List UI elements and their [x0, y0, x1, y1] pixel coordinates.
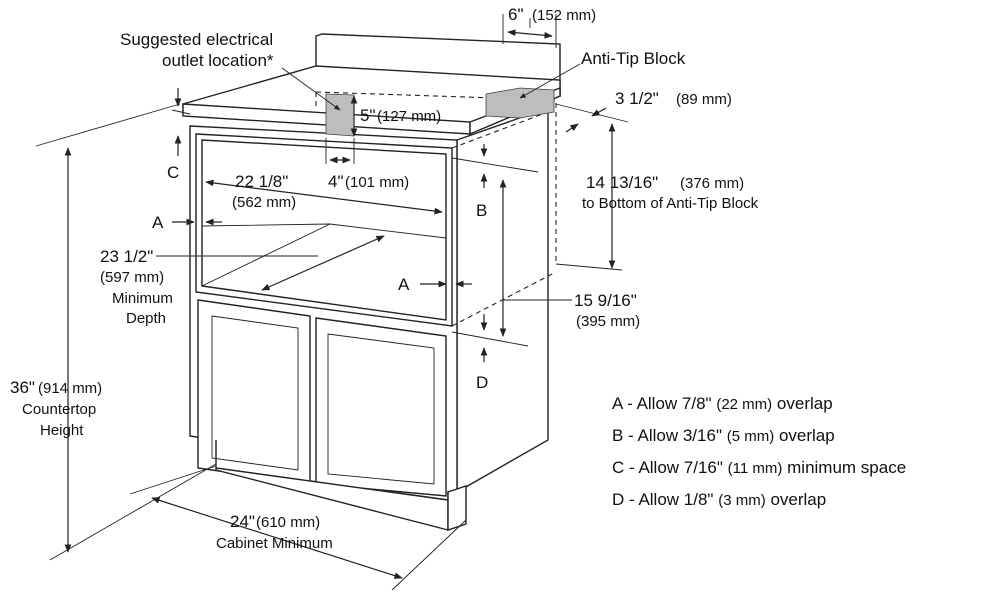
legend-item-a: A - Allow 7/8" (22 mm) overlap	[612, 394, 833, 413]
depth-23-inch-label: 23 1/2"	[100, 247, 153, 266]
legend-item-d: D - Allow 1/8" (3 mm) overlap	[612, 490, 826, 509]
outlet-label-line2: outlet location*	[162, 51, 274, 70]
width-24-mm-label: (610 mm)	[256, 514, 320, 531]
anti-tip-block	[485, 87, 555, 119]
five-mm-label: (127 mm)	[377, 108, 441, 125]
height-15-mm-label: (395 mm)	[576, 313, 640, 330]
letter-b: B	[476, 201, 487, 220]
height-label: Height	[40, 422, 84, 439]
height-14-mm-label: (376 mm)	[680, 175, 744, 192]
letter-c: C	[167, 163, 179, 182]
height-36-mm-label: (914 mm)	[38, 380, 102, 397]
legend-item-c: C - Allow 7/16" (11 mm) minimum space	[612, 458, 906, 477]
width-22-inch-label: 22 1/8"	[235, 172, 288, 191]
height-14-note: to Bottom of Anti-Tip Block	[582, 195, 759, 212]
six-mm-label: (152 mm)	[532, 7, 596, 24]
dimension-lines	[35, 14, 629, 591]
countertop-label: Countertop	[22, 401, 96, 418]
depth-label: Depth	[126, 310, 166, 327]
outlet-label-line1: Suggested electrical	[120, 30, 273, 49]
cabinet-minimum-label: Cabinet Minimum	[216, 535, 333, 552]
width-22-mm-label: (562 mm)	[232, 194, 296, 211]
anti-tip-label: Anti-Tip Block	[581, 49, 686, 68]
letter-a-left: A	[152, 213, 164, 232]
depth-minimum-label: Minimum	[112, 290, 173, 307]
legend-item-b: B - Allow 3/16" (5 mm) overlap	[612, 426, 835, 445]
six-inch-label: 6"	[508, 5, 524, 24]
three-half-inch-label: 3 1/2"	[615, 89, 659, 108]
five-inch-label: 5"	[360, 106, 376, 125]
height-15-inch-label: 15 9/16"	[574, 291, 637, 310]
letter-d: D	[476, 373, 488, 392]
right-door	[315, 317, 447, 497]
four-mm-label: (101 mm)	[345, 174, 409, 191]
width-24-inch-label: 24"	[230, 512, 255, 531]
outlet-box	[325, 93, 355, 137]
letter-a-right: A	[398, 275, 410, 294]
four-inch-label: 4"	[328, 172, 344, 191]
dimension-labels: Suggested electrical outlet location* An…	[10, 5, 759, 552]
height-36-inch-label: 36"	[10, 378, 35, 397]
legend: A - Allow 7/8" (22 mm) overlap B - Allow…	[612, 394, 906, 509]
height-14-inch-label: 14 13/16"	[586, 173, 658, 192]
depth-23-mm-label: (597 mm)	[100, 269, 164, 286]
three-half-mm-label: (89 mm)	[676, 91, 732, 108]
